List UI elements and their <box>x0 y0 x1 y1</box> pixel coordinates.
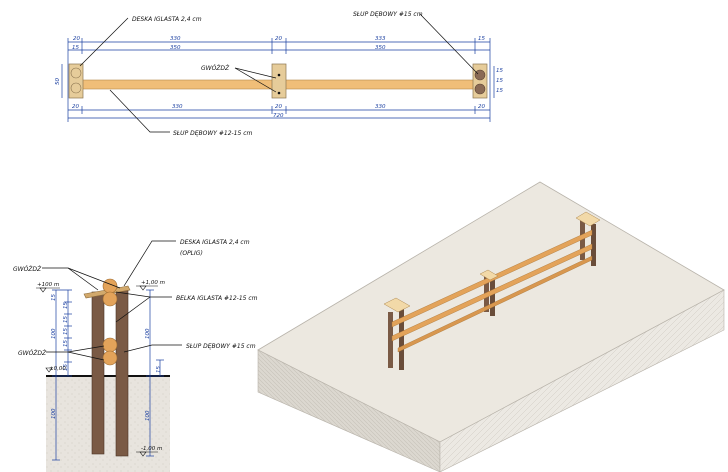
plan-dim-top-2: 330 <box>170 36 181 42</box>
fence-post-back-right <box>591 224 596 266</box>
plan-dim-top-5: 15 <box>478 36 485 42</box>
plan-view: 20 330 20 333 15 15 350 350 20 330 20 33… <box>55 11 503 137</box>
plan-leader-slup-top <box>419 13 479 75</box>
section-dim-right-bottom: 100 <box>145 410 151 421</box>
fence-post-front-left <box>388 312 393 368</box>
section-level-ground-marker <box>45 367 53 373</box>
plan-right-dim-1: 15 <box>496 68 503 74</box>
section-leader-gwozdz-top-2 <box>67 267 121 289</box>
fence-cap-middle <box>479 269 499 281</box>
plan-post-left-circle-2 <box>70 82 82 94</box>
section-log-2 <box>102 291 118 307</box>
plan-leader-slup-bottom <box>109 89 170 133</box>
section-dim-left-4: 15 <box>63 316 69 323</box>
plan-dim-top-4: 333 <box>375 36 386 42</box>
plan-leader-deska <box>79 17 129 67</box>
section-level-top: +100 m <box>37 282 59 288</box>
section-dim-right-ticks <box>146 289 164 457</box>
plan-dim-top-1: 20 <box>73 36 80 42</box>
plan-dim-top2-3: 350 <box>375 45 386 51</box>
fence-post-back-left <box>580 220 585 260</box>
section-level-ground: ±0,00 <box>49 366 66 372</box>
plan-right-dim-3: 15 <box>496 88 503 94</box>
plan-label-slup-top: SŁUP DĘBOWY #15 cm <box>353 11 423 18</box>
section-dim-left-6: 15 <box>63 340 69 347</box>
section-leader-deska <box>123 240 176 287</box>
section-label-slup: SŁUP DĘBOWY #15 cm <box>186 343 256 350</box>
plan-post-left <box>68 63 84 99</box>
plan-label-deska: DESKA IGLASTA 2,4 cm <box>132 16 202 23</box>
fence-rail-bottom <box>397 255 593 353</box>
section-dim-right-small: 15 <box>156 366 162 373</box>
section-level-right: +1,00 m <box>141 280 165 286</box>
fence-cap-back <box>575 211 601 227</box>
plan-nail-1 <box>277 73 281 77</box>
section-post-left <box>91 291 105 455</box>
plan-post-right-log-2 <box>474 83 486 95</box>
plan-dim-bottom-2: 330 <box>172 104 183 110</box>
plan-dim-ticks <box>67 38 491 122</box>
plan-leader-gwozdz-2 <box>234 67 277 93</box>
section-label-deska-sub: (OPLIG) <box>180 250 203 257</box>
section-level-top-marker <box>39 287 47 293</box>
section-soil <box>46 376 170 472</box>
section-label-gwozdz-mid: GWÓŹDŹ <box>18 349 47 357</box>
section-view: 15 100 15 15 15 15 15 100 100 100 15 +10… <box>13 239 258 472</box>
fence-post-mid-right <box>490 276 495 316</box>
plan-leader-gwozdz-1 <box>234 67 277 79</box>
fence-post-mid-left <box>484 272 489 312</box>
plan-dim-bottom-3: 20 <box>275 104 282 110</box>
section-dim-left-5: 15 <box>63 328 69 335</box>
section-dim-left-7: 15 <box>63 364 69 371</box>
section-leader-belka-2 <box>115 296 151 323</box>
section-log-3 <box>102 337 118 353</box>
plan-post-middle <box>271 63 287 99</box>
section-dim-left-ticks <box>52 289 72 461</box>
plan-right-dim-2: 15 <box>496 78 503 84</box>
plan-label-gwozdz: GWÓŹDŹ <box>201 64 230 72</box>
section-dim-left-3: 15 <box>63 302 69 309</box>
fence-rail-lower <box>391 243 593 342</box>
platform-front-face <box>257 349 441 472</box>
fence-cap-front <box>383 297 411 313</box>
plan-post-left-circle-1 <box>70 67 82 79</box>
section-post-right <box>115 287 129 457</box>
plan-dim-top2-2: 350 <box>170 45 181 51</box>
section-label-deska: DESKA IGLASTA 2,4 cm <box>180 239 250 246</box>
section-dim-below: 100 <box>51 408 57 419</box>
plan-dim-bottom-5: 20 <box>478 104 485 110</box>
section-level-bottom: -1,00 m <box>141 446 162 452</box>
plan-dim-total: 720 <box>273 113 284 119</box>
isometric-view <box>257 181 725 472</box>
plan-left-dim: 50 <box>55 78 61 85</box>
section-dim-right-top: 100 <box>145 328 151 339</box>
section-level-right-marker <box>139 285 147 291</box>
plan-post-right-log-1 <box>474 69 486 81</box>
section-leader-gwozdz-mid-2 <box>67 351 105 361</box>
plan-dim-top-3: 20 <box>275 36 282 42</box>
section-leader-slup <box>123 344 182 353</box>
plan-dim-bottom-4: 330 <box>375 104 386 110</box>
section-label-belka: BELKA IGLASTA #12-15 cm <box>176 295 258 302</box>
section-dim-left-2: 100 <box>51 328 57 339</box>
section-dim-left-1: 15 <box>51 294 57 301</box>
plan-dim-top2-1: 15 <box>72 45 79 51</box>
platform-side-face <box>439 289 725 472</box>
section-log-4 <box>102 350 118 366</box>
plan-nail-2 <box>277 91 281 95</box>
plan-dim-bottom-1: 20 <box>72 104 79 110</box>
section-label-gwozdz-top: GWÓŹDŹ <box>13 265 42 273</box>
plan-label-slup-bottom: SŁUP DĘBOWY #12-15 cm <box>173 130 253 137</box>
fence-post-front-right <box>399 308 404 370</box>
